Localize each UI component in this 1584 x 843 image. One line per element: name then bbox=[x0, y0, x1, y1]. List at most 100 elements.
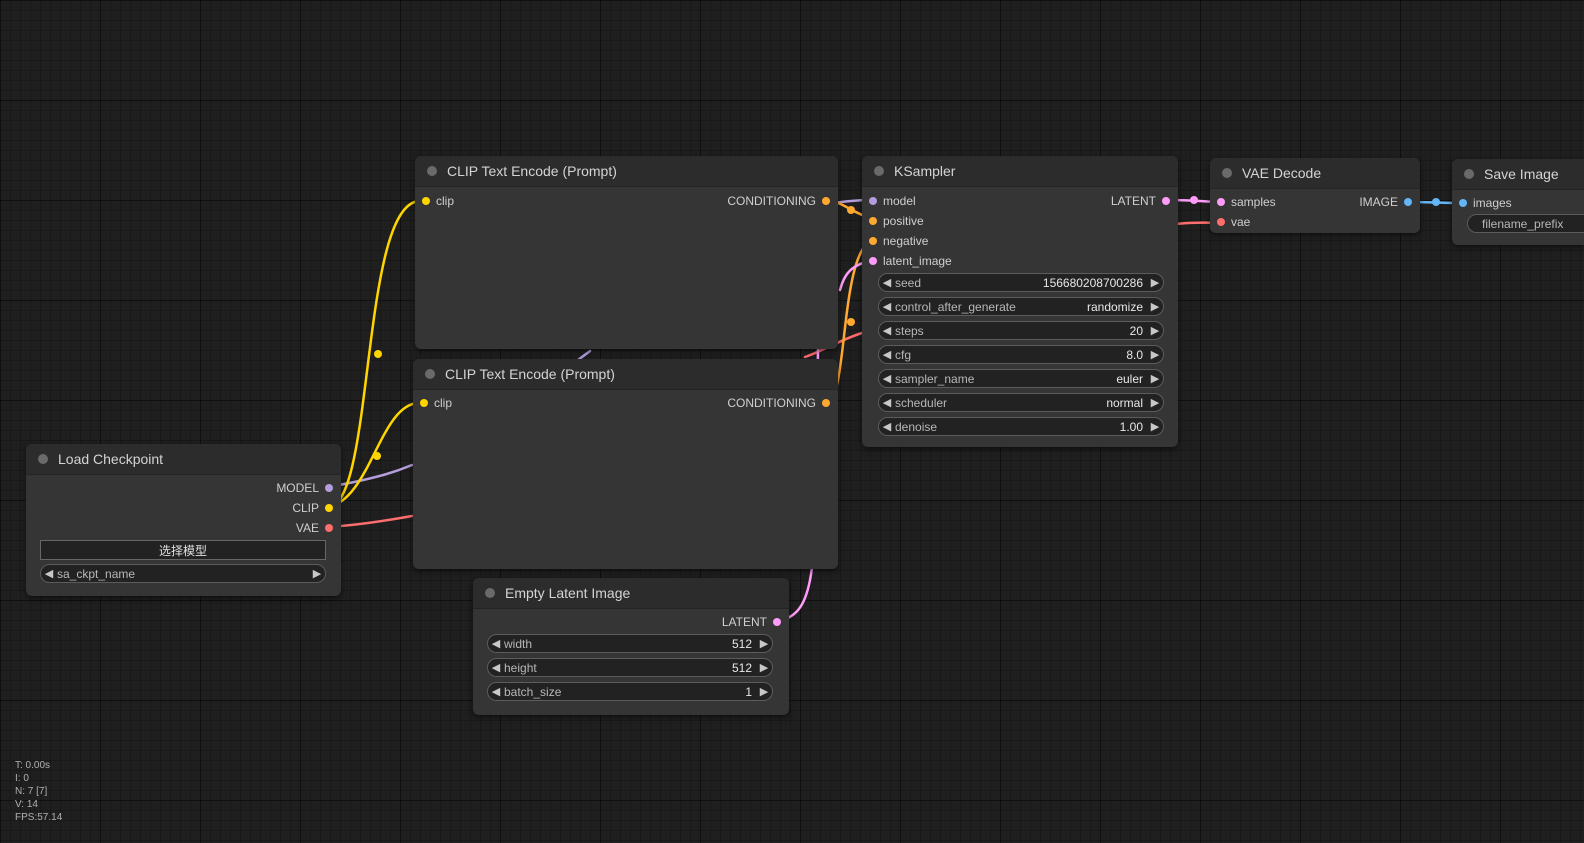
node-title-bar[interactable]: Save Image bbox=[1452, 159, 1584, 190]
slot-dot-icon[interactable] bbox=[869, 217, 877, 225]
node-title-bar[interactable]: VAE Decode bbox=[1210, 158, 1420, 189]
slot-dot-icon[interactable] bbox=[773, 618, 781, 626]
node-empty-latent-image[interactable]: Empty Latent Image LATENT ◀ width 512 ▶ … bbox=[473, 578, 789, 715]
slot-dot-icon[interactable] bbox=[822, 197, 830, 205]
arrow-left-icon[interactable]: ◀ bbox=[882, 373, 892, 385]
arrow-right-icon[interactable]: ▶ bbox=[1150, 373, 1160, 385]
steps-widget[interactable]: ◀ steps 20 ▶ bbox=[878, 321, 1164, 340]
select-model-button[interactable]: 选择模型 bbox=[40, 540, 326, 560]
output-slot-model[interactable]: MODEL bbox=[276, 481, 335, 495]
slot-label: model bbox=[883, 194, 916, 208]
collapse-dot-icon[interactable] bbox=[874, 166, 884, 176]
arrow-left-icon[interactable]: ◀ bbox=[882, 349, 892, 361]
collapse-dot-icon[interactable] bbox=[425, 369, 435, 379]
slot-dot-icon[interactable] bbox=[325, 504, 333, 512]
slot-label: CLIP bbox=[292, 501, 319, 515]
input-slot-images[interactable]: images bbox=[1457, 196, 1512, 210]
widget-value: randomize bbox=[1086, 299, 1143, 314]
arrow-left-icon[interactable]: ◀ bbox=[491, 662, 501, 674]
arrow-left-icon[interactable]: ◀ bbox=[882, 277, 892, 289]
input-slot-positive[interactable]: positive bbox=[867, 214, 924, 228]
input-slot-latent-image[interactable]: latent_image bbox=[867, 254, 952, 268]
stat-fps: FPS:57.14 bbox=[15, 812, 63, 823]
arrow-right-icon[interactable]: ▶ bbox=[1150, 277, 1160, 289]
node-save-image[interactable]: Save Image images filename_prefix bbox=[1452, 159, 1584, 245]
arrow-left-icon[interactable]: ◀ bbox=[491, 638, 501, 650]
slot-dot-icon[interactable] bbox=[1459, 199, 1467, 207]
slot-dot-icon[interactable] bbox=[1217, 218, 1225, 226]
node-load-checkpoint[interactable]: Load Checkpoint MODEL CLIP VAE 选择模型 ◀ sa… bbox=[26, 444, 341, 596]
collapse-dot-icon[interactable] bbox=[1222, 168, 1232, 178]
collapse-dot-icon[interactable] bbox=[1464, 169, 1474, 179]
output-slot-latent[interactable]: LATENT bbox=[1111, 194, 1172, 208]
slot-dot-icon[interactable] bbox=[869, 197, 877, 205]
arrow-right-icon[interactable]: ▶ bbox=[1150, 349, 1160, 361]
arrow-left-icon[interactable]: ◀ bbox=[882, 421, 892, 433]
node-title-bar[interactable]: CLIP Text Encode (Prompt) bbox=[415, 156, 838, 187]
input-slot-model[interactable]: model bbox=[867, 194, 916, 208]
arrow-left-icon[interactable]: ◀ bbox=[882, 325, 892, 337]
slot-label: images bbox=[1473, 196, 1512, 210]
arrow-right-icon[interactable]: ▶ bbox=[1150, 301, 1160, 313]
slot-dot-icon[interactable] bbox=[1162, 197, 1170, 205]
collapse-dot-icon[interactable] bbox=[485, 588, 495, 598]
output-slot-latent[interactable]: LATENT bbox=[722, 615, 783, 629]
collapse-dot-icon[interactable] bbox=[38, 454, 48, 464]
stat-time: T: 0.00s bbox=[15, 760, 51, 771]
output-slot-image[interactable]: IMAGE bbox=[1359, 195, 1414, 209]
arrow-right-icon[interactable]: ▶ bbox=[759, 638, 769, 650]
node-title-bar[interactable]: Load Checkpoint bbox=[26, 444, 341, 475]
arrow-right-icon[interactable]: ▶ bbox=[759, 686, 769, 698]
node-title-bar[interactable]: Empty Latent Image bbox=[473, 578, 789, 609]
slot-dot-icon[interactable] bbox=[869, 257, 877, 265]
node-title-bar[interactable]: KSampler bbox=[862, 156, 1178, 187]
input-slot-clip[interactable]: clip bbox=[418, 396, 452, 410]
arrow-left-icon[interactable]: ◀ bbox=[44, 568, 54, 580]
node-title-bar[interactable]: CLIP Text Encode (Prompt) bbox=[413, 359, 838, 390]
input-slot-vae[interactable]: vae bbox=[1215, 215, 1250, 229]
output-slot-conditioning[interactable]: CONDITIONING bbox=[727, 194, 832, 208]
output-slot-conditioning[interactable]: CONDITIONING bbox=[727, 396, 832, 410]
slot-dot-icon[interactable] bbox=[822, 399, 830, 407]
sampler-name-widget[interactable]: ◀ sampler_name euler ▶ bbox=[878, 369, 1164, 388]
control-after-generate-widget[interactable]: ◀ control_after_generate randomize ▶ bbox=[878, 297, 1164, 316]
batch-size-widget[interactable]: ◀ batch_size 1 ▶ bbox=[487, 682, 773, 701]
arrow-left-icon[interactable]: ◀ bbox=[882, 397, 892, 409]
output-slot-clip[interactable]: CLIP bbox=[292, 501, 335, 515]
output-slot-vae[interactable]: VAE bbox=[296, 521, 335, 535]
ckpt-name-widget[interactable]: ◀ sa_ckpt_name ▶ bbox=[40, 564, 326, 583]
slot-dot-icon[interactable] bbox=[325, 524, 333, 532]
arrow-right-icon[interactable]: ▶ bbox=[759, 662, 769, 674]
arrow-right-icon[interactable]: ▶ bbox=[1150, 397, 1160, 409]
arrow-right-icon[interactable]: ▶ bbox=[312, 568, 322, 580]
denoise-widget[interactable]: ◀ denoise 1.00 ▶ bbox=[878, 417, 1164, 436]
input-slot-clip[interactable]: clip bbox=[420, 194, 454, 208]
scheduler-widget[interactable]: ◀ scheduler normal ▶ bbox=[878, 393, 1164, 412]
slot-dot-icon[interactable] bbox=[325, 484, 333, 492]
node-clip-text-encode-negative[interactable]: CLIP Text Encode (Prompt) clip CONDITION… bbox=[413, 359, 838, 569]
filename-prefix-widget[interactable]: filename_prefix bbox=[1467, 214, 1584, 233]
cfg-widget[interactable]: ◀ cfg 8.0 ▶ bbox=[878, 345, 1164, 364]
slot-label: positive bbox=[883, 214, 924, 228]
arrow-right-icon[interactable]: ▶ bbox=[1150, 325, 1160, 337]
node-clip-text-encode-positive[interactable]: CLIP Text Encode (Prompt) clip CONDITION… bbox=[415, 156, 838, 349]
height-widget[interactable]: ◀ height 512 ▶ bbox=[487, 658, 773, 677]
input-slot-negative[interactable]: negative bbox=[867, 234, 928, 248]
slot-label: LATENT bbox=[721, 615, 767, 629]
input-slot-samples[interactable]: samples bbox=[1215, 195, 1276, 209]
arrow-right-icon[interactable]: ▶ bbox=[1150, 421, 1160, 433]
node-vae-decode[interactable]: VAE Decode samples vae IMAGE bbox=[1210, 158, 1420, 233]
width-widget[interactable]: ◀ width 512 ▶ bbox=[487, 634, 773, 653]
collapse-dot-icon[interactable] bbox=[427, 166, 437, 176]
node-ksampler[interactable]: KSampler model positive negative latent_… bbox=[862, 156, 1178, 447]
slot-dot-icon[interactable] bbox=[1217, 198, 1225, 206]
slot-dot-icon[interactable] bbox=[1404, 198, 1412, 206]
slot-dot-icon[interactable] bbox=[869, 237, 877, 245]
seed-widget[interactable]: ◀ seed 156680208700286 ▶ bbox=[878, 273, 1164, 292]
slot-dot-icon[interactable] bbox=[420, 399, 428, 407]
render-stats: T: 0.00s I: 0 N: 7 [7] V: 14 FPS:57.14 bbox=[15, 759, 62, 824]
arrow-left-icon[interactable]: ◀ bbox=[491, 686, 501, 698]
slot-dot-icon[interactable] bbox=[422, 197, 430, 205]
arrow-left-icon[interactable]: ◀ bbox=[882, 301, 892, 313]
